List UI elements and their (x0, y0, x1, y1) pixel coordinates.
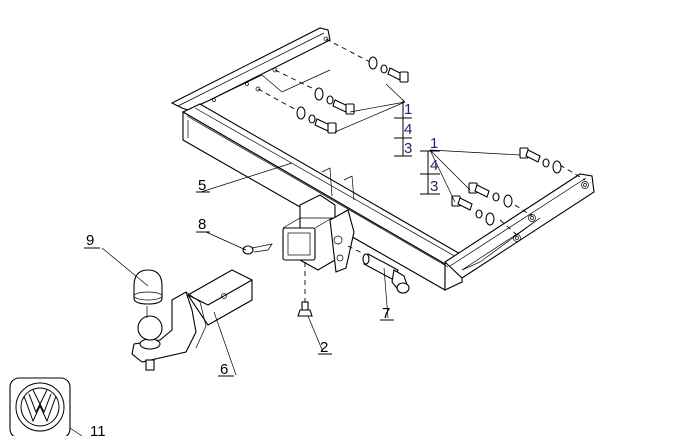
callout-underlines (84, 117, 440, 377)
callout-1-left: 1 (404, 101, 412, 118)
vw-logo-badge (9, 377, 71, 436)
callout-6: 6 (220, 361, 228, 378)
callout-2: 2 (320, 339, 328, 356)
bolt-group-right (451, 147, 586, 236)
callout-4-right: 4 (430, 157, 438, 174)
right-mounting-bracket (444, 173, 595, 279)
bolt-group-left (257, 38, 409, 134)
callout-1-right: 1 (430, 135, 438, 152)
receiver-bolt (297, 262, 313, 317)
spring-clip (242, 243, 273, 255)
callout-3-right: 3 (430, 178, 438, 195)
callout-4-left: 4 (404, 121, 412, 138)
callout-3-left: 3 (404, 140, 412, 157)
ball-cap (133, 269, 163, 305)
receiver-hitch (282, 167, 355, 273)
callout-9: 9 (86, 232, 94, 249)
left-mounting-bracket (170, 27, 331, 111)
callout-5: 5 (198, 177, 206, 194)
leader-lines (63, 83, 521, 436)
ball-mount (131, 269, 253, 371)
callout-8: 8 (198, 216, 206, 233)
callout-7: 7 (382, 305, 390, 322)
hitch-pin (347, 245, 410, 294)
callout-11: 11 (90, 423, 106, 436)
